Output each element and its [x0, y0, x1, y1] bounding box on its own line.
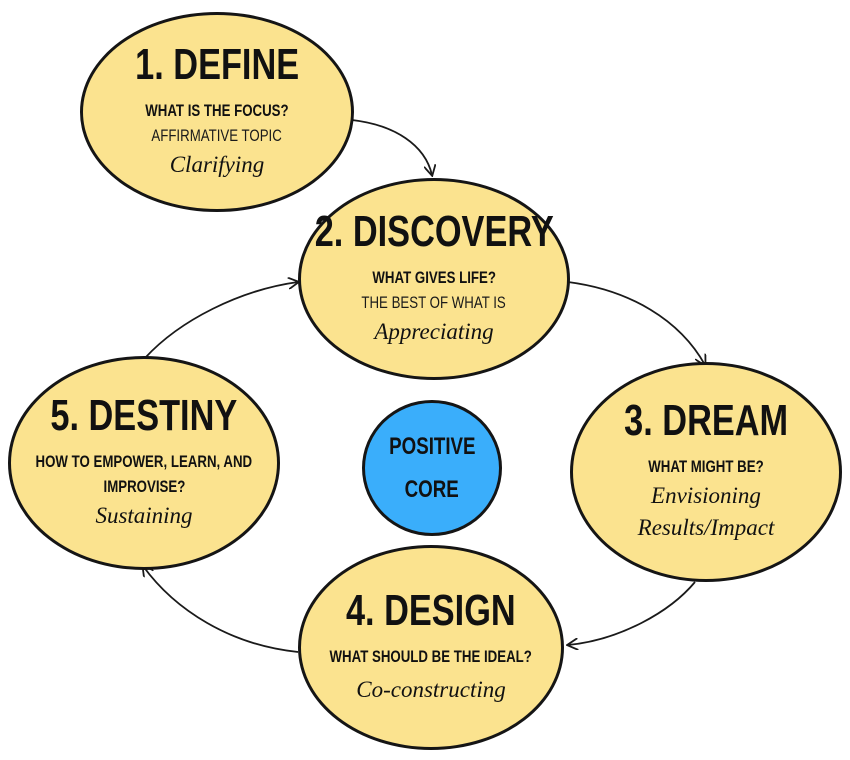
define-question: WHAT IS THE FOCUS?	[145, 101, 289, 121]
core-line2: CORE	[404, 476, 460, 503]
dream-stage: 3. DREAM WHAT MIGHT BE? Envisioning Resu…	[570, 362, 842, 582]
destiny-stage: 5. DESTINY HOW TO EMPOWER, LEARN, AND IM…	[8, 356, 280, 570]
arrow-discovery-to-dream	[567, 281, 705, 365]
define-stage: 1. DEFINE WHAT IS THE FOCUS? AFFIRMATIVE…	[80, 12, 354, 212]
discovery-verb: Appreciating	[374, 318, 494, 344]
design-verb: Co-constructing	[356, 676, 506, 702]
arrow-define-to-discovery	[351, 119, 432, 175]
discovery-subtitle: THE BEST OF WHAT IS	[361, 292, 507, 312]
dream-question: WHAT MIGHT BE?	[648, 457, 764, 477]
arrow-dream-to-design	[568, 581, 696, 645]
discovery-question: WHAT GIVES LIFE?	[372, 268, 496, 288]
destiny-question-line2: IMPROVISE?	[103, 476, 185, 496]
dream-title: 3. DREAM	[624, 396, 788, 446]
arrow-design-to-destiny	[143, 566, 299, 653]
define-subtitle: AFFIRMATIVE TOPIC	[151, 125, 283, 145]
arrow-destiny-to-discovery	[144, 282, 298, 359]
discovery-title: 2. DISCOVERY	[314, 207, 554, 257]
design-title: 4. DESIGN	[346, 586, 516, 636]
design-stage: 4. DESIGN WHAT SHOULD BE THE IDEAL? Co-c…	[298, 545, 564, 750]
define-verb: Clarifying	[169, 151, 265, 177]
dream-verb: Envisioning	[651, 483, 761, 509]
core-line1: POSITIVE	[388, 432, 476, 460]
design-question: WHAT SHOULD BE THE IDEAL?	[329, 647, 533, 667]
destiny-verb: Sustaining	[95, 502, 193, 528]
dream-verb-secondary: Results/Impact	[637, 515, 775, 541]
define-title: 1. DEFINE	[134, 40, 300, 90]
destiny-question-line1: HOW TO EMPOWER, LEARN, AND	[35, 452, 253, 472]
discovery-stage: 2. DISCOVERY WHAT GIVES LIFE? THE BEST O…	[298, 178, 570, 380]
destiny-title: 5. DESTINY	[50, 391, 238, 441]
positive-core: POSITIVE CORE	[362, 400, 502, 536]
